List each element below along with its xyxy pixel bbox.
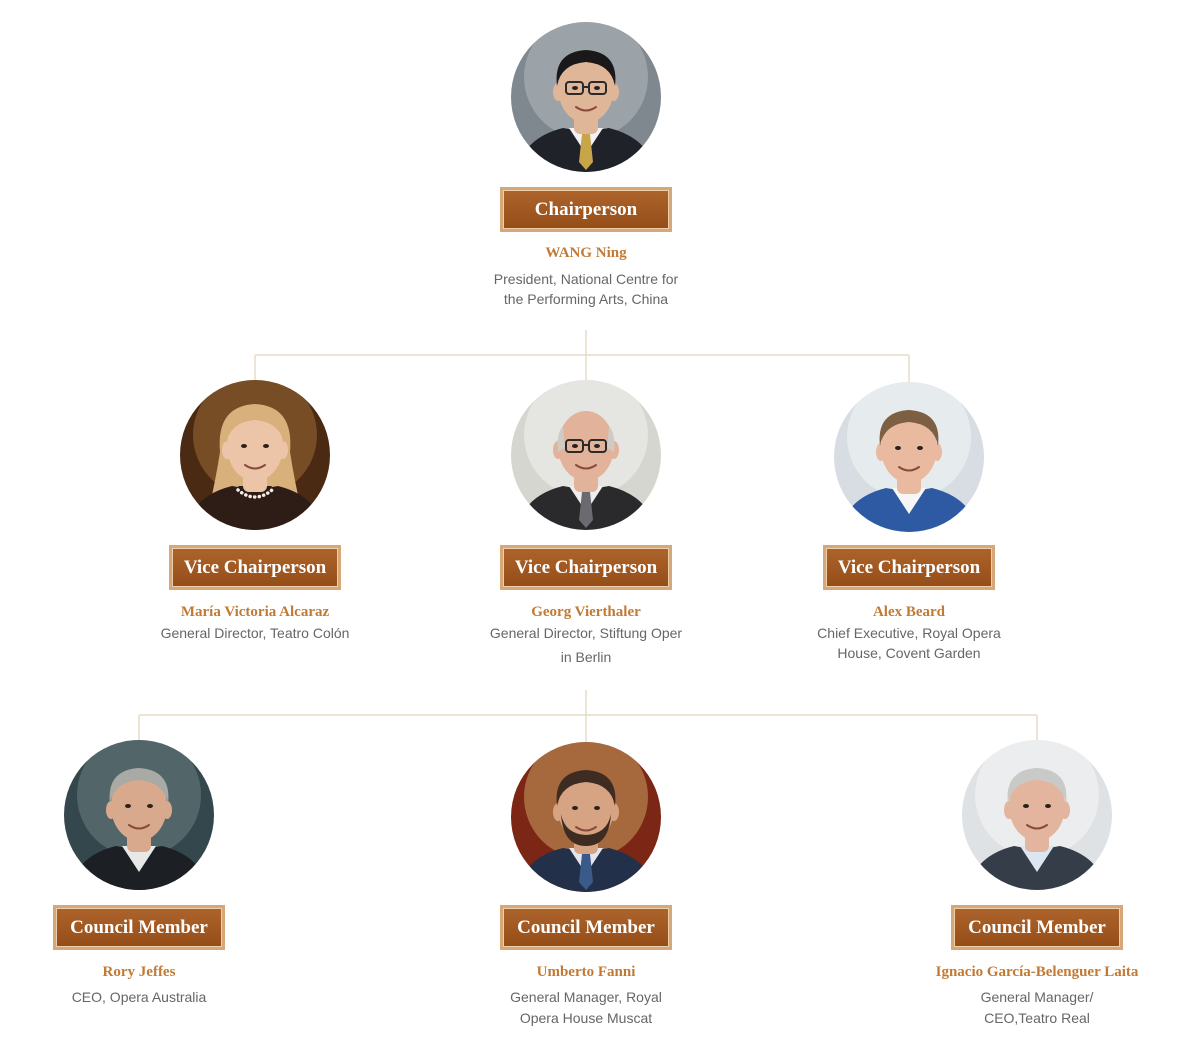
portrait-mouth	[575, 826, 597, 832]
portrait-eye-right	[917, 446, 923, 450]
member-title-line: General Director, Stiftung Oper	[489, 625, 683, 641]
vice-chairperson-card: Vice Chairperson Alex Beard Chief Execut…	[779, 382, 1039, 663]
member-title-line: Opera House Muscat	[519, 1010, 653, 1026]
portrait-head	[1009, 771, 1065, 841]
portrait-eye-left	[572, 86, 578, 90]
member-name: Rory Jeffes	[102, 964, 176, 980]
vice-chairperson-card: Vice Chairperson Georg Vierthaler Genera…	[456, 380, 716, 669]
portrait-eye-left	[895, 446, 901, 450]
portrait-mouth	[128, 824, 150, 830]
council-member-photo	[64, 740, 214, 890]
portrait-mouth	[575, 106, 597, 112]
portrait-mouth	[575, 464, 597, 470]
council-member-photo	[511, 742, 661, 892]
portrait-image	[511, 380, 661, 530]
portrait-head	[558, 773, 614, 843]
council-member-card: Council Member Umberto Fanni General Man…	[456, 742, 716, 1029]
member-title-line: Chief Executive, Royal Opera	[817, 625, 1001, 641]
member-title: CEO, Opera Australia	[9, 987, 269, 1008]
role-badge-chairperson: Chairperson	[500, 187, 672, 232]
member-title: Chief Executive, Royal Opera House, Cove…	[779, 623, 1039, 663]
member-title-line: President, National Centre for	[493, 271, 679, 287]
member-title-line: CEO,Teatro Real	[984, 1010, 1090, 1026]
member-title-line: in Berlin	[560, 649, 612, 665]
portrait-hair	[556, 770, 616, 806]
member-name: Ignacio García-Belenguer Laita	[935, 964, 1139, 980]
portrait-image	[180, 380, 330, 530]
portrait-tie	[579, 492, 593, 528]
chairperson-photo	[511, 22, 661, 172]
portrait-eye-left	[572, 806, 578, 810]
portrait-image	[64, 740, 214, 890]
portrait-shirt	[122, 846, 156, 872]
portrait-tie	[579, 854, 593, 890]
member-title-line: CEO, Opera Australia	[71, 989, 207, 1005]
portrait-pearls	[236, 488, 274, 499]
portrait-eye-right	[147, 804, 153, 808]
role-badge-council-member: Council Member	[53, 905, 225, 950]
portrait-eye-right	[594, 86, 600, 90]
member-title-line: the Performing Arts, China	[503, 291, 669, 307]
portrait-image	[834, 382, 984, 532]
portrait-eye-left	[572, 444, 578, 448]
portrait-hair	[109, 768, 169, 804]
portrait-shirt	[1020, 846, 1054, 872]
portrait-image	[962, 740, 1112, 890]
member-title-line: General Manager/	[980, 989, 1094, 1005]
portrait-mouth	[1026, 824, 1048, 830]
council-member-card: Council Member Ignacio García-Belenguer …	[907, 740, 1167, 1029]
portrait-hair	[556, 50, 616, 86]
portrait-eye-right	[594, 806, 600, 810]
council-member-photo	[962, 740, 1112, 890]
portrait-eye-right	[594, 444, 600, 448]
vice-chairperson-photo	[511, 380, 661, 530]
portrait-eye-left	[125, 804, 131, 808]
role-badge-council-member: Council Member	[500, 905, 672, 950]
portrait-image	[511, 22, 661, 172]
portrait-shirt	[238, 486, 272, 512]
member-name: Alex Beard	[872, 604, 946, 620]
member-title: General Manager, Royal Opera House Musca…	[456, 987, 716, 1029]
vice-chairperson-photo	[834, 382, 984, 532]
member-title: General Manager/ CEO,Teatro Real	[907, 987, 1167, 1029]
member-name: María Victoria Alcaraz	[180, 604, 330, 620]
chairperson-card: Chairperson WANG Ning President, Nationa…	[456, 22, 716, 309]
member-title: President, National Centre for the Perfo…	[456, 269, 716, 309]
council-member-card: Council Member Rory Jeffes CEO, Opera Au…	[9, 740, 269, 1008]
portrait-head	[881, 413, 937, 483]
portrait-mouth	[244, 464, 266, 470]
portrait-eye-right	[1045, 804, 1051, 808]
member-title: General Director, Stiftung Oper in Berli…	[456, 621, 716, 669]
member-title-line: General Manager, Royal	[510, 989, 662, 1005]
portrait-glasses	[565, 439, 607, 453]
portrait-eye-left	[241, 444, 247, 448]
portrait-mouth	[898, 466, 920, 472]
portrait-eye-left	[1023, 804, 1029, 808]
portrait-shirt	[892, 488, 926, 514]
role-badge-council-member: Council Member	[951, 905, 1123, 950]
portrait-eye-right	[263, 444, 269, 448]
portrait-glasses	[565, 81, 607, 95]
role-badge-vice-chairperson: Vice Chairperson	[823, 545, 995, 590]
member-name: WANG Ning	[545, 245, 627, 261]
portrait-tie	[579, 134, 593, 170]
role-badge-vice-chairperson: Vice Chairperson	[500, 545, 672, 590]
portrait-beard	[561, 814, 611, 846]
portrait-image	[511, 742, 661, 892]
member-title: General Director, Teatro Colón	[125, 623, 385, 643]
member-title-line: General Director, Teatro Colón	[160, 625, 350, 641]
portrait-head	[111, 771, 167, 841]
member-name: Umberto Fanni	[536, 964, 636, 980]
portrait-hair	[1007, 768, 1067, 804]
vice-chairperson-card: Vice Chairperson María Victoria Alcaraz …	[125, 380, 385, 643]
member-title-line: House, Covent Garden	[837, 645, 981, 661]
member-name: Georg Vierthaler	[531, 604, 641, 620]
portrait-hair	[879, 410, 939, 446]
role-badge-vice-chairperson: Vice Chairperson	[169, 545, 341, 590]
portrait-hair	[225, 408, 285, 444]
vice-chairperson-photo	[180, 380, 330, 530]
portrait-head	[227, 411, 283, 481]
